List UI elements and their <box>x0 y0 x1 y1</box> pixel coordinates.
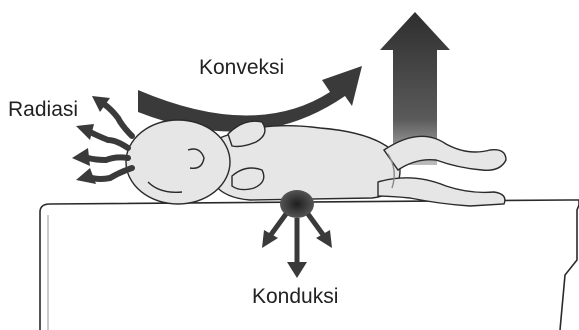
baby-head <box>126 120 230 204</box>
label-radiasi: Radiasi <box>8 98 78 122</box>
baby-leg-upper <box>384 136 506 170</box>
radiation-arrow-2 <box>90 132 128 148</box>
radiation-head-3 <box>72 148 90 166</box>
label-konduksi: Konduksi <box>252 285 338 309</box>
radiation-head-2 <box>76 124 94 140</box>
radiation-arrow-3 <box>88 157 128 160</box>
radiation-arrow-1 <box>104 104 132 136</box>
baby <box>126 120 506 206</box>
radiation-head-4 <box>76 168 96 184</box>
radiation-arrows-icon <box>88 104 132 179</box>
label-konveksi: Konveksi <box>199 56 284 80</box>
radiation-arrow-4 <box>92 168 132 179</box>
